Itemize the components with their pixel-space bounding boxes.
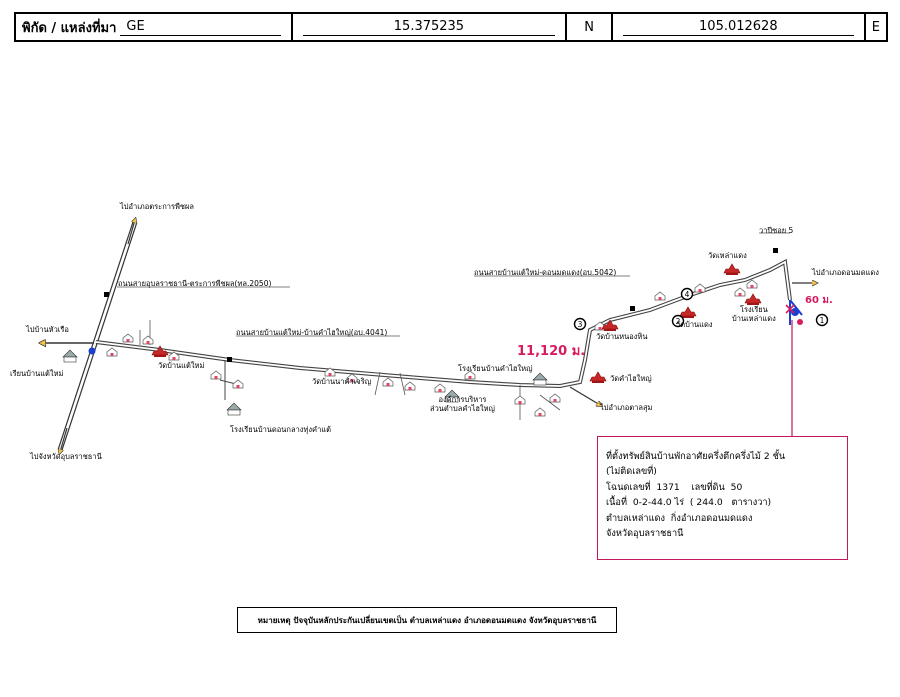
direction-hua-ruea: ไปบ้านหัวเรือ <box>26 325 69 334</box>
info-line-2: (ไม่ติดเลขที่) <box>606 466 657 478</box>
school-don-klang-label: โรงเรียนบ้านดอนกลางทุ่งคำแต้ <box>230 425 331 434</box>
info-line-3: โฉนดเลขที่ 1371 เลขที่ดิน 50 <box>606 481 743 493</box>
direction-don-mot-daeng: ไปอำเภอดอนมดแดง <box>812 268 879 277</box>
longitude-value: 105.012628 <box>622 19 854 36</box>
property-info-box: ที่ตั้งทรัพย์สินบ้านพักอาศัยครึ่งตึกครึ่… <box>597 436 848 560</box>
property-pin-icon <box>785 299 803 325</box>
marker-2-icon: 2 <box>671 314 685 328</box>
source-cell: พิกัด / แหล่งที่มา GE <box>16 14 293 40</box>
road-5042-label: ถนนสายบ้านแต้ใหม่-ดอนมดแดง(อบ.5042) <box>474 268 617 277</box>
temple-icon <box>679 306 697 319</box>
coordinate-header: พิกัด / แหล่งที่มา GE 15.375235 N 105.01… <box>14 12 888 42</box>
marker-4-label: 4 <box>685 290 690 299</box>
info-line-6: จังหวัดอุบลราชธานี <box>606 528 684 540</box>
marker-3-label: 3 <box>578 320 583 329</box>
soi-label: วาปีซอย 5 <box>759 226 794 235</box>
marker-3-icon: 3 <box>573 317 587 331</box>
school-kham-hai-label: โรงเรียนบ้านคำไฮใหญ่ <box>458 364 533 373</box>
longitude-cell: 105.012628 <box>613 14 866 40</box>
marker-1-icon: 1 <box>815 313 829 327</box>
wat-kham-hai-label: วัดคำไฮใหญ่ <box>610 374 652 383</box>
info-line-4: เนื้อที่ 0-2-44.0 ไร่ ( 244.0 ตารางวา) <box>606 497 772 509</box>
wat-lao-daeng-label: วัดเหล่าแดง <box>708 251 747 260</box>
temple-icon <box>589 371 607 384</box>
school-icon <box>226 402 242 416</box>
school-lao-daeng-label: โรงเรียน บ้านเหล่าแดง <box>732 305 776 323</box>
source-label: พิกัด / แหล่งที่มา <box>22 20 117 36</box>
school-tae-mai-label: เรียนบ้านแต้ใหม่ <box>10 369 64 378</box>
wat-nong-hin-label: วัดบ้านหนองหิน <box>596 332 648 341</box>
road-4041-label: ถนนสายบ้านแต้ใหม่-บ้านคำไฮใหญ่(อบ.4041) <box>236 328 388 337</box>
tambon-org-label: องค์การบริหาร ส่วนตำบลคำไฮใหญ่ <box>430 395 495 413</box>
distance-short: 60 ม. <box>805 295 833 306</box>
latitude-value: 15.375235 <box>302 19 556 36</box>
info-line-5: ตำบลเหล่าแดง กิ่งอำเภอดอนมดแดง <box>606 512 753 524</box>
temple-icon <box>723 263 741 276</box>
lat-dir-cell: N <box>567 14 613 40</box>
direction-ubon: ไปจังหวัดอุบลราชธานี <box>30 452 102 461</box>
distance-main: 11,120 ม. <box>517 344 586 359</box>
wat-na-kham-label: วัดบ้านนาคำเจริญ <box>312 377 372 386</box>
note-box: หมายเหตุ ปัจจุบันหลักประกันเปลี่ยนเขตเป็… <box>237 607 617 633</box>
marker-2-label: 2 <box>676 317 681 326</box>
temple-icon <box>744 293 762 306</box>
wat-ban-daeng-label: วัดบ้านแดง <box>676 320 713 329</box>
info-line-1: ที่ตั้งทรัพย์สินบ้านพักอาศัยครึ่งตึกครึ่… <box>606 451 786 462</box>
marker-1-label: 1 <box>820 316 825 325</box>
direction-khuang-nai: ไปอำเภอตาลสุม <box>600 403 653 412</box>
latitude-cell: 15.375235 <box>293 14 568 40</box>
wat-tae-mai-label: วัดบ้านแต้ใหม่ <box>158 361 205 370</box>
lon-dir-cell: E <box>866 14 886 40</box>
school-icon <box>532 372 548 386</box>
marker-4-icon: 4 <box>680 287 694 301</box>
note-text: หมายเหตุ ปัจจุบันหลักประกันเปลี่ยนเขตเป็… <box>257 615 597 625</box>
lat-dir: N <box>584 19 594 35</box>
source-value: GE <box>120 19 281 36</box>
school-icon <box>62 349 78 363</box>
direction-trakan: ไปอำเภอตระการพืชผล <box>120 202 194 211</box>
lon-dir: E <box>871 19 880 35</box>
road-main-label: ถนนสายอุบลราชธานี-ตระการพืชผล(ทล.2050) <box>118 279 272 288</box>
